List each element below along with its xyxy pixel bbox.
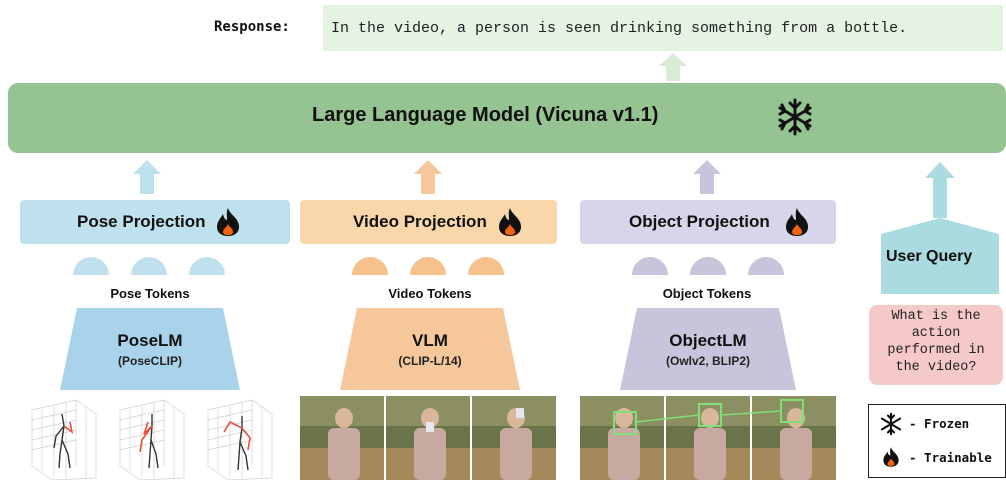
pose-token <box>189 257 225 275</box>
object-projection-title: Object Projection <box>629 212 770 231</box>
track-line <box>720 410 782 416</box>
video-frame <box>386 396 470 480</box>
pose-skeleton-frame <box>119 399 185 480</box>
pose-tokens-label: Pose Tokens <box>110 286 190 301</box>
track-line <box>635 414 700 423</box>
poselm-block <box>60 308 240 390</box>
pose-token <box>131 257 167 275</box>
question-line: performed in <box>887 343 985 358</box>
video-token <box>468 257 504 275</box>
response-arrow <box>659 53 687 81</box>
llm-title: Large Language Model (Vicuna v1.1) <box>312 104 659 126</box>
object-token <box>632 257 668 275</box>
response-label: Response: <box>214 19 290 35</box>
user-query-box <box>881 218 999 294</box>
vlm-block <box>340 308 520 390</box>
object-frame <box>666 396 750 480</box>
llm-block <box>8 83 1006 153</box>
object-projection: Object Projection <box>580 200 836 244</box>
legend-frozen-label: - Frozen <box>909 416 970 431</box>
objectlm-text: ObjectLM (Owlv2, BLIP2) <box>620 331 796 368</box>
legend: - Frozen - Trainable <box>868 404 1006 478</box>
objectlm-block <box>620 308 796 390</box>
question-line: What is the <box>891 309 981 324</box>
video-arrow <box>414 160 442 194</box>
question-line: action <box>911 326 961 341</box>
trainable-icon <box>785 208 808 236</box>
object-frame <box>752 396 836 480</box>
object-token <box>748 257 784 275</box>
trainable-icon <box>217 208 240 236</box>
video-token <box>352 257 388 275</box>
objectlm-title: ObjectLM <box>669 331 747 350</box>
pose-projection: Pose Projection <box>20 200 290 244</box>
user-query-title: User Query <box>886 248 973 265</box>
object-tokens-label: Object Tokens <box>662 286 752 301</box>
video-frames <box>300 396 556 480</box>
trainable-icon <box>883 447 899 467</box>
response-box: In the video, a person is seen drinking … <box>323 5 1003 51</box>
pose-skeleton-frame <box>207 399 273 480</box>
trainable-icon <box>498 208 521 236</box>
video-frame <box>472 396 556 480</box>
query-arrow <box>925 162 955 218</box>
video-frame <box>300 396 384 480</box>
pose-skeleton-frame <box>31 399 97 480</box>
object-token <box>690 257 726 275</box>
poselm-title: PoseLM <box>117 331 183 350</box>
pose-arrow <box>133 160 161 194</box>
object-frames <box>580 396 836 480</box>
video-token <box>410 257 446 275</box>
objectlm-subtitle: (Owlv2, BLIP2) <box>665 354 751 368</box>
vlm-title: VLM <box>412 331 448 350</box>
frozen-icon <box>880 412 902 436</box>
frozen-icon <box>778 98 812 136</box>
pose-token <box>73 257 109 275</box>
object-arrow <box>693 160 721 194</box>
question-line: the video? <box>895 360 977 375</box>
video-projection: Video Projection <box>300 200 557 244</box>
response-text: In the video, a person is seen drinking … <box>331 19 908 37</box>
vlm-subtitle: (CLIP-L/14) <box>398 354 462 368</box>
pose-projection-title: Pose Projection <box>77 212 206 231</box>
video-tokens-label: Video Tokens <box>388 286 472 301</box>
poselm-subtitle: (PoseCLIP) <box>117 354 182 368</box>
legend-trainable-label: - Trainable <box>909 450 992 465</box>
poselm-text: PoseLM (PoseCLIP) <box>60 331 240 368</box>
question-box: What is the action performed in the vide… <box>869 305 1003 385</box>
video-projection-title: Video Projection <box>353 212 487 231</box>
vlm-text: VLM (CLIP-L/14) <box>340 331 520 368</box>
object-frame <box>580 396 664 480</box>
